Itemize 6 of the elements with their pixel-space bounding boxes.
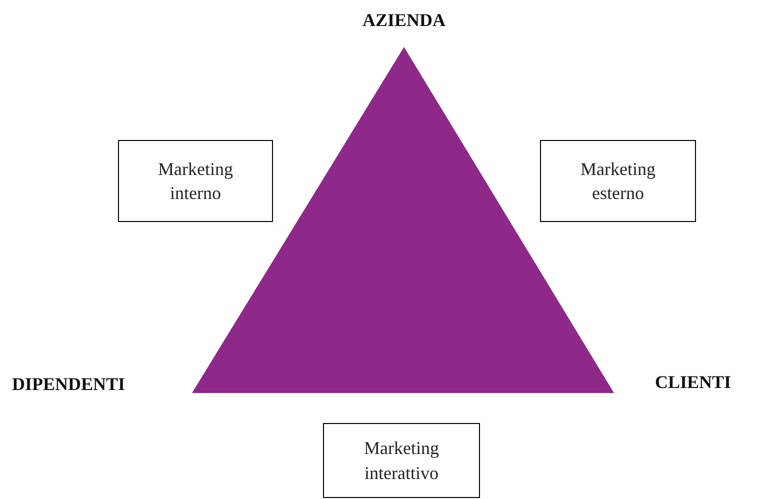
vertex-label: CLIENTI <box>655 372 732 393</box>
text-box: Marketing esterno <box>540 140 696 222</box>
vertex-label: AZIENDA <box>362 10 446 31</box>
text-box: Marketing interno <box>118 140 273 222</box>
text-box: Marketing interattivo <box>323 423 480 498</box>
vertex-label: DIPENDENTI <box>12 374 126 395</box>
